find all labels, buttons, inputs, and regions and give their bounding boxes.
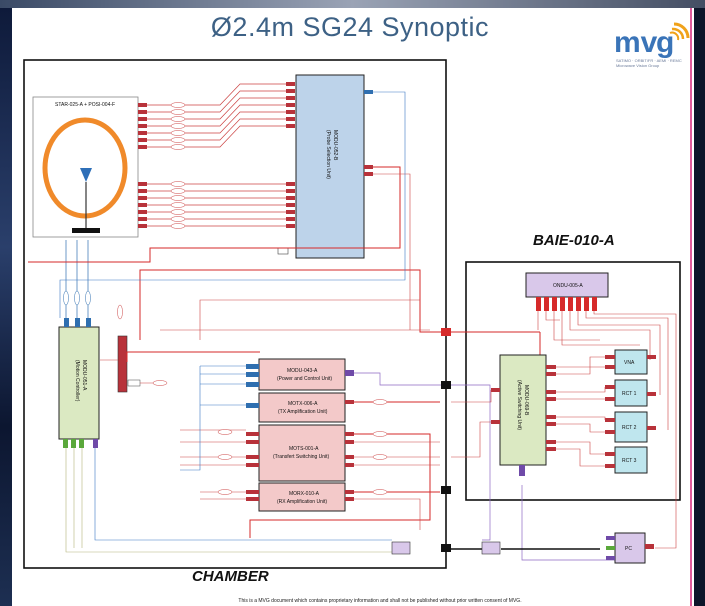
mots001-block xyxy=(258,424,346,482)
pc-label: PC xyxy=(625,546,632,552)
modu051-label: MODU-051-A xyxy=(81,360,87,391)
modu051-sublabel: (Motion Controller) xyxy=(74,360,80,402)
vna-label: VNA xyxy=(624,360,635,366)
pc-interface-box-1 xyxy=(391,541,411,555)
logo-tagline-partners: SATIMO · ORBIT/FR · AEMI · REMC xyxy=(616,58,682,63)
modu051-block xyxy=(58,326,100,440)
pc-interface-box-2 xyxy=(481,541,501,555)
background-left-edge xyxy=(0,8,12,606)
baie-label: BAIE-010-A xyxy=(533,232,615,249)
logo-tagline-group: Microwave Vision Group xyxy=(616,63,660,68)
rct1-label: RCT 1 xyxy=(622,391,637,397)
probe-array-ring xyxy=(42,117,128,219)
modu052-block xyxy=(295,74,365,259)
rct2-block xyxy=(614,411,648,443)
motx006-sublabel: (TX Amplification Unit) xyxy=(278,409,328,415)
window-top-strip xyxy=(0,0,705,8)
svg-text:g: g xyxy=(656,26,674,59)
chamber-label: CHAMBER xyxy=(192,568,269,585)
mots001-sublabel: (Transfert Switching Unit) xyxy=(273,454,330,460)
footer-disclaimer: This is a MVG document which contains pr… xyxy=(238,598,522,604)
mots001-label: MOTS-001-A xyxy=(289,446,319,452)
mvg-logo-icon: mv g xyxy=(614,22,690,59)
rct1-block xyxy=(614,379,648,407)
morx010-label: MORX-010-A xyxy=(289,491,320,497)
feedthrough-1 xyxy=(441,381,451,389)
modu043-sublabel: (Power and Control Unit) xyxy=(277,376,332,382)
morx010-sublabel: (RX Amplification Unit) xyxy=(277,499,327,505)
modu043-label: MODU-043-A xyxy=(287,368,318,374)
star-label: STAR-025-A + POSI-004-F xyxy=(55,102,115,108)
vna-block xyxy=(614,349,648,375)
svg-text:mv: mv xyxy=(614,26,658,59)
slide-border-accent xyxy=(690,8,692,606)
ondu005-label: ONDU-005-A xyxy=(553,283,583,289)
rct3-block xyxy=(614,446,648,474)
background-right-edge xyxy=(694,8,705,606)
chamber-boundary xyxy=(23,59,447,569)
rct2-label: RCT 2 xyxy=(622,425,637,431)
rct3-label: RCT 3 xyxy=(622,458,637,464)
morx010-block xyxy=(258,482,346,512)
modu069-label: MODU-069-B xyxy=(523,385,529,416)
modu052-sublabel: (Probe Selection Unit) xyxy=(325,130,331,179)
feedthrough-2 xyxy=(441,486,451,494)
modu043-block xyxy=(258,358,346,391)
baie-boundary xyxy=(465,261,681,501)
star-connectors xyxy=(138,103,147,228)
motx006-label: MOTX-006-A xyxy=(288,401,318,407)
modu069-sublabel: (Active Switching Unit) xyxy=(516,380,522,430)
feedthrough-3 xyxy=(441,544,451,552)
slide-title: Ø2.4m SG24 Synoptic xyxy=(210,12,490,42)
motx006-block xyxy=(258,392,346,423)
ondu005-block xyxy=(525,272,609,298)
modu069-block xyxy=(499,354,547,466)
rf-cable-unit xyxy=(117,335,128,393)
antenna-icon xyxy=(80,168,92,182)
modu052-label: MODU-052-B xyxy=(332,130,338,161)
